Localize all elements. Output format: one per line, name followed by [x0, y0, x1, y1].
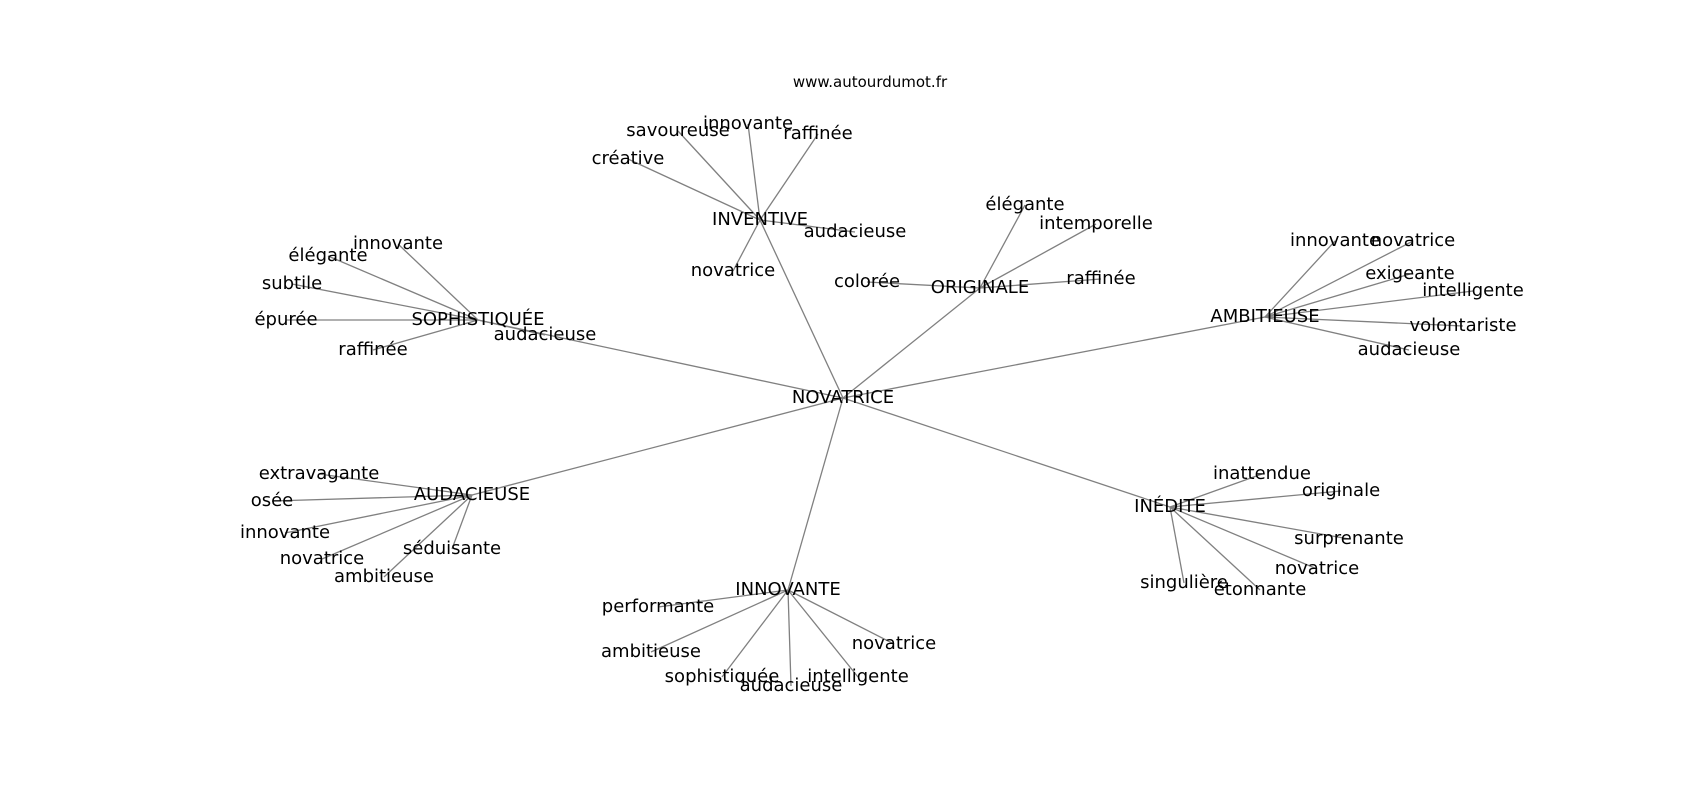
edge-hub-leaf — [1169, 506, 1185, 584]
edge-hub-leaf — [1264, 316, 1464, 327]
edge-layer — [271, 123, 1474, 687]
edge-hub-leaf — [1169, 490, 1342, 508]
center-node-label: NOVATRICE — [792, 387, 894, 408]
leaf-node-label: audacieuse — [804, 221, 907, 242]
edge-center-hub — [787, 397, 844, 591]
leaf-node-label: étonnante — [1214, 579, 1307, 600]
edge-hub-leaf — [759, 219, 856, 233]
edge-hub-leaf — [1169, 506, 1350, 540]
edge-hub-leaf — [787, 589, 792, 687]
edge-hub-leaf — [271, 494, 473, 502]
leaf-node-label: subtile — [262, 273, 322, 294]
hub-node-label: AUDACIEUSE — [414, 484, 530, 505]
leaf-node-label: colorée — [834, 271, 900, 292]
hub-node-label: ORIGINALE — [931, 277, 1029, 298]
edge-hub-leaf — [291, 283, 479, 321]
edge-hub-leaf — [657, 589, 789, 608]
leaf-node-label: savoureuse — [626, 120, 729, 141]
leaf-node-label: osée — [251, 490, 294, 511]
edge-hub-leaf — [284, 494, 473, 534]
edge-hub-leaf — [1264, 316, 1410, 351]
edge-hub-leaf — [650, 589, 789, 653]
leaf-node-label: audacieuse — [494, 324, 597, 345]
edge-hub-leaf — [747, 123, 761, 221]
edge-hub-leaf — [383, 494, 473, 578]
leaf-node-label: audacieuse — [1358, 339, 1461, 360]
edge-hub-leaf — [1169, 473, 1263, 508]
leaf-node-label: performante — [602, 596, 714, 617]
hub-node-label: INÉDITE — [1134, 495, 1206, 517]
edge-hub-leaf — [979, 223, 1097, 289]
edge-hub-leaf — [451, 494, 473, 550]
edge-hub-leaf — [397, 243, 479, 321]
leaf-node-label: intelligente — [1422, 280, 1524, 301]
edge-hub-leaf — [327, 255, 479, 321]
edge-hub-leaf — [321, 494, 473, 560]
edge-hub-leaf — [759, 133, 819, 221]
leaf-node-label: novatrice — [280, 548, 365, 569]
edge-hub-leaf — [732, 219, 761, 272]
leaf-node-label: surprenante — [1294, 528, 1404, 549]
leaf-node-label: inattendue — [1213, 463, 1311, 484]
leaf-node-label: novatrice — [1371, 230, 1456, 251]
leaf-node-label: intemporelle — [1039, 213, 1153, 234]
leaf-node-label: élégante — [288, 245, 367, 266]
hub-node-label: AMBITIEUSE — [1210, 306, 1319, 327]
leaf-node-label: ambitieuse — [334, 566, 434, 587]
hub-node-label: SOPHISTIQUÉE — [411, 308, 544, 330]
site-label: www.autourdumot.fr — [793, 73, 948, 91]
edge-hub-leaf — [787, 589, 895, 645]
edge-center-hub — [471, 397, 844, 496]
edge-hub-leaf — [318, 473, 473, 496]
edge-hub-leaf — [1169, 506, 1318, 570]
hub-node-label: INNOVANTE — [735, 579, 840, 600]
edge-hub-leaf — [1264, 273, 1411, 318]
leaf-node-label: originale — [1302, 480, 1380, 501]
leaf-node-label: audacieuse — [740, 675, 843, 696]
edge-hub-leaf — [1264, 240, 1336, 318]
label-layer: NOVATRICEINVENTIVEcréativesavoureuseinno… — [240, 113, 1524, 696]
leaf-node-label: intelligente — [807, 666, 909, 687]
leaf-node-label: innovante — [703, 113, 793, 134]
edge-hub-leaf — [627, 158, 761, 221]
edge-hub-leaf — [1264, 290, 1474, 318]
leaf-node-label: épurée — [254, 309, 317, 330]
edge-hub-leaf — [979, 278, 1102, 289]
leaf-node-label: élégante — [985, 194, 1064, 215]
edge-hub-leaf — [372, 319, 479, 351]
leaf-node-label: singulière — [1140, 572, 1228, 593]
leaf-node-label: raffinée — [338, 339, 407, 360]
leaf-node-label: sophistiquée — [665, 666, 780, 687]
leaf-node-label: novatrice — [691, 260, 776, 281]
leaf-node-label: extravagante — [259, 463, 380, 484]
leaf-node-label: créative — [592, 148, 665, 169]
edge-center-hub — [842, 287, 981, 399]
leaf-node-label: innovante — [240, 522, 330, 543]
edge-hub-leaf — [787, 589, 859, 678]
edge-hub-leaf — [866, 281, 981, 289]
edge-center-hub — [842, 316, 1266, 399]
leaf-node-label: novatrice — [1275, 558, 1360, 579]
hub-node-label: INVENTIVE — [712, 209, 808, 230]
edge-hub-leaf — [477, 319, 546, 336]
leaf-node-label: raffinée — [783, 123, 852, 144]
edge-hub-leaf — [677, 130, 761, 221]
leaf-node-label: innovante — [353, 233, 443, 254]
edge-center-hub — [842, 397, 1171, 508]
leaf-node-label: séduisante — [403, 538, 501, 559]
edge-center-hub — [759, 219, 844, 399]
leaf-node-label: raffinée — [1066, 268, 1135, 289]
edge-hub-leaf — [1169, 506, 1261, 591]
leaf-node-label: exigeante — [1365, 263, 1454, 284]
edge-hub-leaf — [1264, 240, 1414, 318]
edge-hub-leaf — [979, 204, 1026, 289]
leaf-node-label: volontariste — [1409, 315, 1516, 336]
leaf-node-label: ambitieuse — [601, 641, 701, 662]
edge-hub-leaf — [721, 589, 789, 678]
leaf-node-label: innovante — [1290, 230, 1380, 251]
leaf-node-label: novatrice — [852, 633, 937, 654]
